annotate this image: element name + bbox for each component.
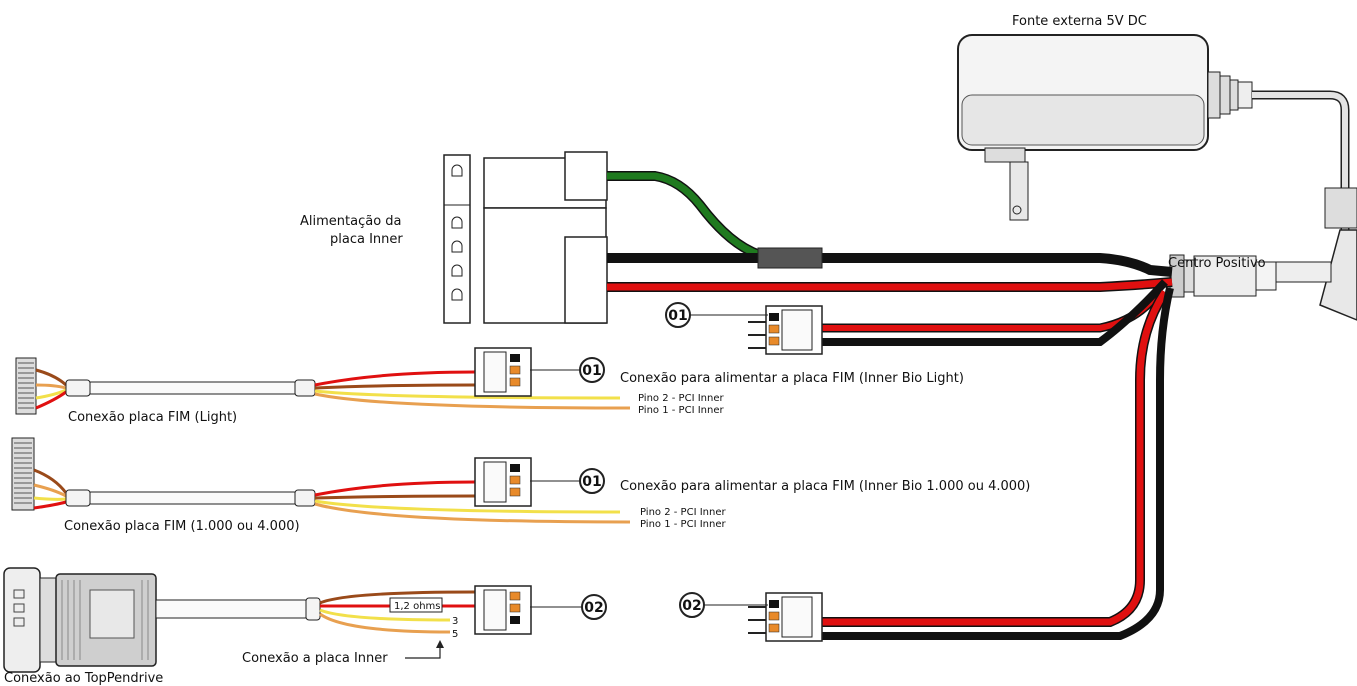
branch-02-black [822, 287, 1174, 640]
green-wire [607, 172, 762, 259]
pin1-light-label: Pino 1 - PCI Inner [638, 405, 724, 416]
power-supply [957, 34, 1357, 321]
fim-light-power-label: Conexão para alimentar a placa FIM (Inne… [620, 371, 964, 386]
badge-01-light: 01 [579, 357, 605, 383]
badge-02-top: 02 [581, 594, 607, 620]
resistor [389, 597, 443, 613]
center-positive-label: Centro Positivo [1168, 256, 1266, 271]
badge-01-light-text: 01 [582, 363, 601, 379]
toppendrive-label: Conexão ao TopPendrive [4, 671, 163, 686]
branch-02-red [822, 290, 1168, 626]
fim-1000-power-label: Conexão para alimentar a placa FIM (Inne… [620, 479, 1030, 494]
pin1-1000-label: Pino 1 - PCI Inner [640, 519, 726, 530]
inner-power-connector [443, 151, 608, 324]
fim-1000-cable [11, 437, 631, 524]
badge-01-1000-text: 01 [582, 474, 601, 490]
branch-01-red-outline [822, 287, 1164, 333]
badge-01-top-text: 01 [668, 308, 687, 324]
inner-board-conn-label: Conexão a placa Inner [242, 651, 388, 666]
connector-02-bottom [748, 592, 823, 642]
badge-01-top: 01 [665, 302, 691, 328]
badge-02-bottom-text: 02 [682, 598, 701, 614]
badge-01-1000: 01 [579, 468, 605, 494]
power-supply-label: Fonte externa 5V DC [1012, 14, 1147, 29]
pin2-1000-label: Pino 2 - PCI Inner [640, 507, 726, 518]
resistor-label: 1,2 ohms [394, 601, 441, 612]
heat-shrink [757, 247, 823, 269]
db-connector [3, 567, 532, 673]
inner-board-arrow [405, 646, 441, 659]
black-main-wire [607, 253, 1173, 277]
connector-01-top [748, 305, 823, 355]
badge-02-bottom: 02 [679, 592, 705, 618]
inner-power-label-line1: Alimentação da [300, 214, 402, 229]
arrow-head [436, 640, 444, 648]
branch-01-black [822, 279, 1168, 346]
pin2-light-label: Pino 2 - PCI Inner [638, 393, 724, 404]
fim-light-cable [15, 347, 631, 415]
fim-1000-conn-label: Conexão placa FIM (1.000 ou 4.000) [64, 519, 300, 534]
inner-power-label-line2: placa Inner [330, 232, 403, 247]
fim-light-conn-label: Conexão placa FIM (Light) [68, 410, 237, 425]
dc-jack [1169, 254, 1277, 298]
pin5-label: 5 [452, 629, 458, 640]
pin3-label: 3 [452, 616, 458, 627]
badge-02-top-text: 02 [584, 600, 603, 616]
